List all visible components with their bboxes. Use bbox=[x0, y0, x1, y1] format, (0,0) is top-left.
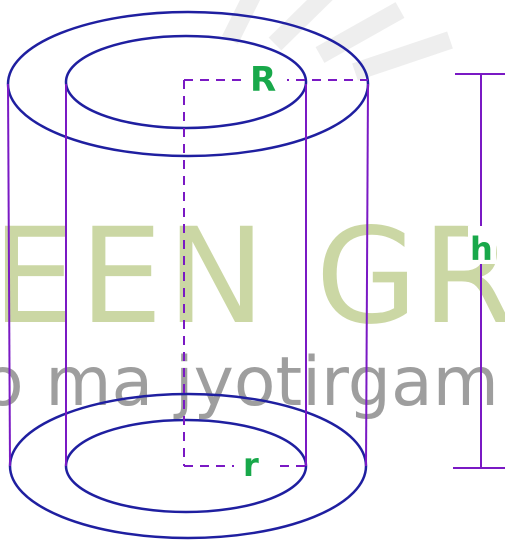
height-label: h bbox=[470, 230, 493, 268]
height-label-bg bbox=[468, 226, 496, 264]
outer-radius-label: R bbox=[250, 60, 276, 100]
inner-radius-label-bg bbox=[234, 448, 274, 482]
outer-wall-left bbox=[7, 83, 11, 467]
outer-wall-right bbox=[365, 83, 369, 467]
height-dimension bbox=[453, 73, 505, 469]
inner-radius-label: r bbox=[243, 446, 259, 484]
watermark-brand: EEN GR bbox=[0, 200, 505, 354]
cylinder-walls bbox=[7, 83, 369, 467]
watermark-rays bbox=[221, 0, 453, 81]
top-outer-ellipse bbox=[6, 10, 370, 158]
dashed-guides bbox=[183, 79, 368, 467]
outer-radius-label-bg bbox=[243, 60, 287, 96]
top-inner-ellipse bbox=[64, 34, 308, 130]
